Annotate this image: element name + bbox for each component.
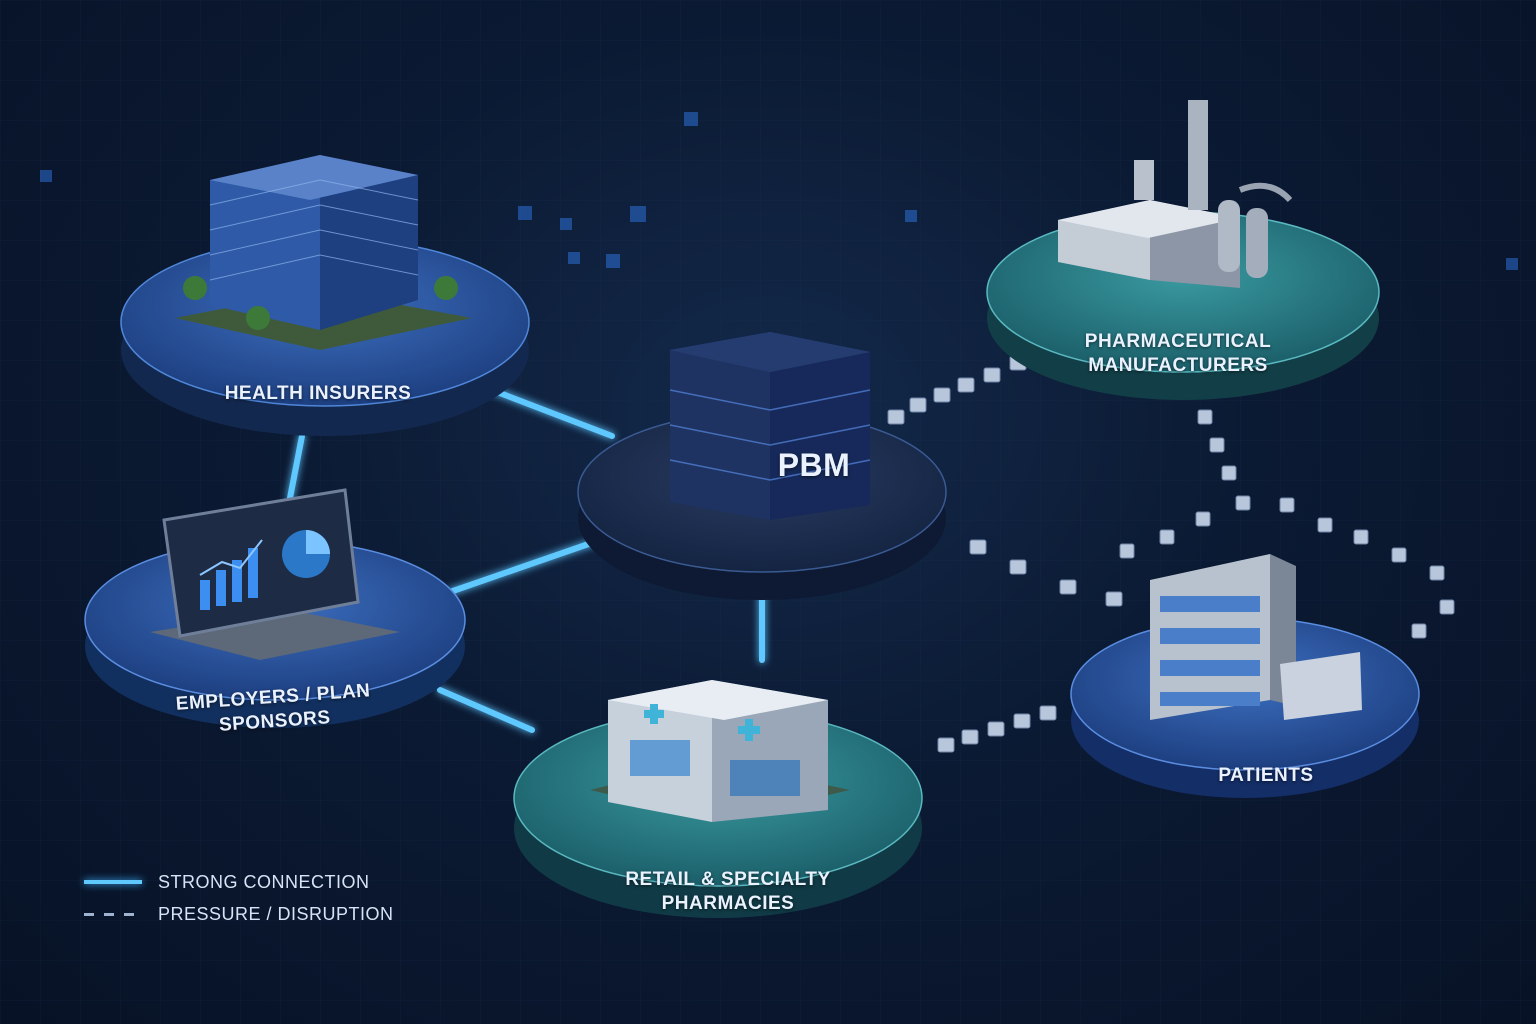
laptop-dashboard-icon: [150, 488, 400, 660]
strong-connections: [287, 387, 765, 733]
legend-item-pressure: PRESSURE / DISRUPTION: [84, 898, 394, 930]
link-insurers-employers: [287, 433, 305, 501]
label-pharmacies-line2: PHARMACIES: [661, 893, 795, 914]
legend-strong-label: STRONG CONNECTION: [158, 871, 370, 892]
platform-pbm: [577, 332, 947, 600]
factory-icon: [1058, 100, 1293, 288]
office-building-icon: [175, 155, 472, 350]
label-pharma: PHARMACEUTICAL MANUFACTURERS: [1062, 330, 1294, 378]
label-pharmacies: RETAIL & SPECIALTY PHARMACIES: [608, 868, 848, 916]
platform-pharmacies: [513, 680, 923, 918]
medical-cross-icon: [644, 704, 760, 741]
strong-connection-swatch: [84, 880, 142, 884]
label-patients: PATIENTS: [1218, 765, 1314, 786]
platform-health-insurers: [120, 155, 530, 436]
label-pbm: PBM: [777, 447, 851, 483]
legend-item-strong: STRONG CONNECTION: [84, 866, 394, 898]
medicine-shelf-icon: [1150, 554, 1362, 720]
legend: STRONG CONNECTION PRESSURE / DISRUPTION: [84, 866, 394, 930]
legend-pressure-label: PRESSURE / DISRUPTION: [158, 903, 394, 924]
pressure-swatch: [84, 912, 142, 916]
link-insurers-pbm: [489, 387, 615, 439]
link-employers-pbm: [447, 537, 603, 595]
label-pharmacies-line1: RETAIL & SPECIALTY: [625, 869, 831, 890]
label-pharma-line2: MANUFACTURERS: [1088, 355, 1268, 376]
pharmacy-building-icon: [590, 680, 850, 822]
server-stack-icon: [669, 332, 871, 520]
platform-employers: [84, 488, 466, 728]
label-health-insurers: HEALTH INSURERS: [224, 383, 412, 404]
link-employers-pharmacies: [437, 687, 535, 733]
data-particles: [40, 112, 1518, 270]
platform-pharma-manufacturers: [986, 100, 1380, 400]
platform-patients: [1070, 554, 1420, 798]
label-pharma-line1: PHARMACEUTICAL: [1084, 331, 1272, 352]
